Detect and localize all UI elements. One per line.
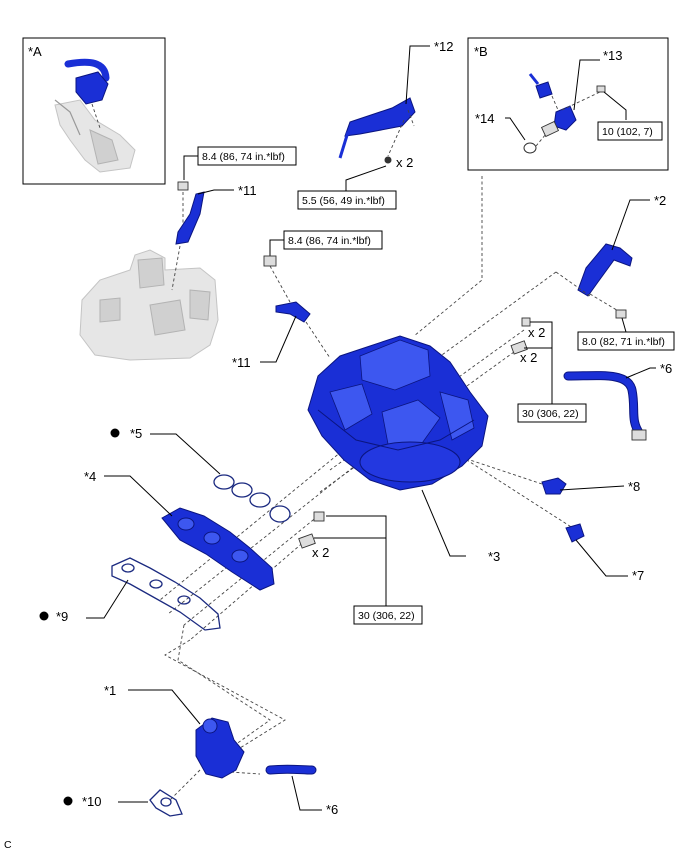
callout-6-right: *6 — [660, 361, 672, 376]
hose-6-lower: *6 — [265, 764, 338, 817]
torque-11-mid: 8.4 (86, 74 in.*lbf) — [288, 235, 371, 247]
callout-4: *4 — [84, 469, 96, 484]
callout-8: *8 — [628, 479, 640, 494]
inset-a-engine-detail — [54, 99, 136, 173]
hose-6-right: *6 — [563, 361, 672, 441]
spacer-4: *4 — [84, 469, 275, 591]
torque-13: 10 (102, 7) — [602, 126, 653, 138]
inset-a-blue-part — [64, 58, 110, 105]
inset-b: *B 10 (102, 7) *13 *14 — [467, 37, 669, 171]
qty-mid-1: x 2 — [528, 325, 545, 340]
bracket-11-upper: 8.4 (86, 74 in.*lbf) *11 — [171, 146, 297, 291]
inset-a-label: *A — [28, 44, 42, 59]
bracket-12: 5.5 (56, 49 in.*lbf) x 2 *12 — [297, 39, 454, 210]
qty-mid-2: x 2 — [520, 350, 537, 365]
bracket-11-middle: 8.4 (86, 74 in.*lbf) *11 — [232, 230, 383, 370]
alignment-lines — [159, 176, 591, 801]
bolts-low: x 2 30 (306, 22) — [298, 511, 423, 625]
figure-code: C — [4, 839, 12, 851]
inset-b-label: *B — [474, 44, 488, 59]
gasket-9: *9 — [39, 557, 221, 631]
callout-2: *2 — [654, 193, 666, 208]
inset-a: *A — [22, 37, 166, 185]
torque-11-top: 8.4 (86, 74 in.*lbf) — [202, 151, 285, 163]
callout-7: *7 — [632, 568, 644, 583]
callout-1: *1 — [104, 683, 116, 698]
callout-6-lower: *6 — [326, 802, 338, 817]
connector-8: *8 — [541, 477, 640, 495]
inset-b-connector — [535, 81, 553, 99]
qty-low: x 2 — [312, 545, 329, 560]
gasket-5: *5 — [110, 426, 291, 523]
intake-manifold-3: *3 — [307, 335, 500, 564]
callout-11-middle: *11 — [232, 355, 251, 370]
callout-5: *5 — [130, 426, 142, 441]
callout-10: *10 — [82, 794, 102, 809]
callout-3: *3 — [488, 549, 500, 564]
bolts-mid: x 2 x 2 30 (306, 22) — [510, 317, 587, 423]
connector-7: *7 — [565, 523, 644, 583]
torque-mid: 30 (306, 22) — [522, 408, 579, 420]
gasket-10: *10 — [63, 789, 183, 817]
engine-block — [79, 249, 219, 361]
torque-12: 5.5 (56, 49 in.*lbf) — [302, 195, 385, 207]
callout-12: *12 — [434, 39, 454, 54]
torque-low: 30 (306, 22) — [358, 610, 415, 622]
pipe-2: 8.0 (82, 71 in.*lbf) *2 — [577, 193, 675, 351]
callout-11-upper: *11 — [238, 183, 257, 198]
callout-9: *9 — [56, 609, 68, 624]
inset-b-oring — [523, 142, 537, 154]
callout-14: *14 — [475, 111, 495, 126]
valve-1: *1 — [104, 683, 245, 779]
torque-2: 8.0 (82, 71 in.*lbf) — [582, 336, 665, 348]
qty-12: x 2 — [396, 155, 413, 170]
callout-13: *13 — [603, 48, 623, 63]
